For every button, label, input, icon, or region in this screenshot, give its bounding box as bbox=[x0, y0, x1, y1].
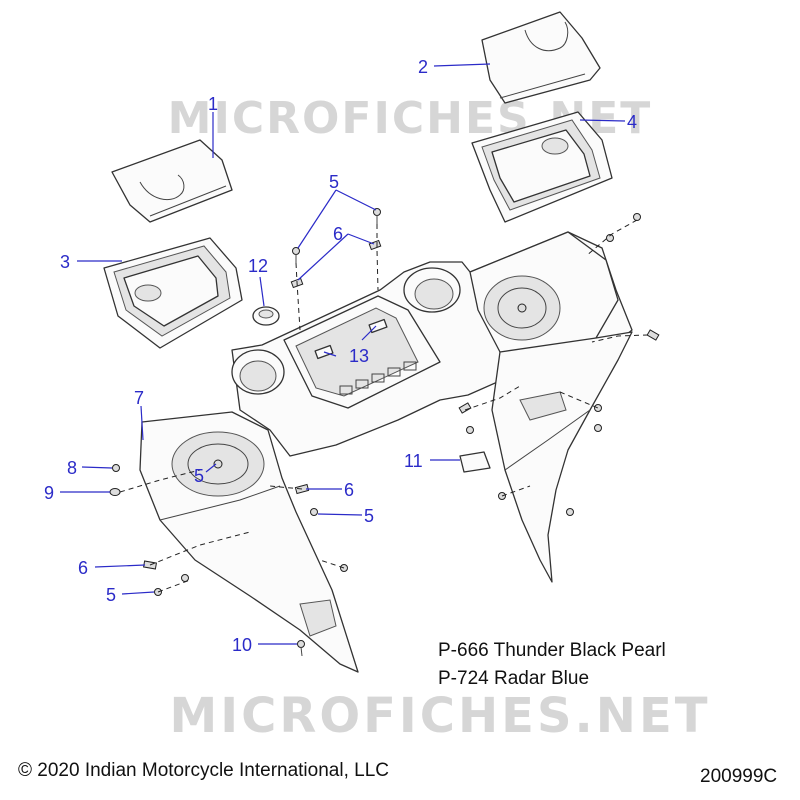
paint-code-2: P-724 Radar Blue bbox=[438, 668, 590, 689]
callout-5-lower: 5 bbox=[106, 585, 116, 605]
paint-code-1: P-666 Thunder Black Pearl bbox=[438, 640, 666, 661]
part-4-frame-right bbox=[471, 111, 613, 223]
callout-6-right: 6 bbox=[344, 480, 354, 500]
figure-id: 200999C bbox=[700, 766, 778, 787]
leader-lines bbox=[60, 63, 626, 645]
callout-9: 9 bbox=[44, 483, 54, 503]
callout-5: 5 bbox=[329, 172, 339, 192]
part-11-pad bbox=[459, 451, 491, 473]
copyright: © 2020 Indian Motorcycle International, … bbox=[18, 760, 389, 781]
callouts: 1 2 3 4 5 6 12 13 7 8 9 5 6 5 6 5 10 11 bbox=[44, 57, 637, 655]
main-fairing-panel bbox=[231, 231, 633, 457]
hardware bbox=[109, 208, 660, 657]
callout-4: 4 bbox=[627, 112, 637, 132]
part-7-lower-left-fairing bbox=[139, 411, 359, 673]
callout-7: 7 bbox=[134, 388, 144, 408]
callout-6-lower: 6 bbox=[78, 558, 88, 578]
callout-6: 6 bbox=[333, 224, 343, 244]
callout-2: 2 bbox=[418, 57, 428, 77]
callout-12: 12 bbox=[248, 256, 268, 276]
part-1-cover-left bbox=[111, 139, 233, 223]
lower-right-fairing bbox=[491, 331, 633, 583]
part-2-cover-right bbox=[481, 11, 601, 104]
callout-3: 3 bbox=[60, 252, 70, 272]
callout-13: 13 bbox=[349, 346, 369, 366]
part-12-grommet bbox=[252, 306, 280, 326]
callout-10: 10 bbox=[232, 635, 252, 655]
assembly-lines bbox=[119, 219, 649, 593]
watermark-bottom: MICROFICHES.NET bbox=[170, 688, 711, 744]
callout-11: 11 bbox=[404, 451, 423, 471]
callout-5-right: 5 bbox=[364, 506, 374, 526]
callout-5-speaker: 5 bbox=[194, 466, 204, 486]
part-3-frame-left bbox=[103, 237, 243, 349]
callout-8: 8 bbox=[67, 458, 77, 478]
callout-1: 1 bbox=[208, 94, 218, 114]
